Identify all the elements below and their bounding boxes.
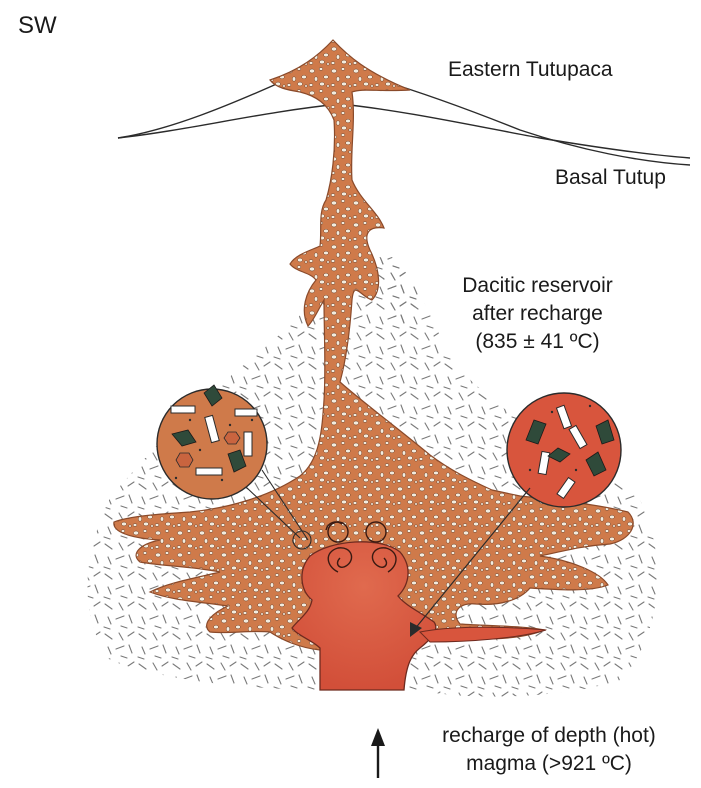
- reservoir-label: Dacitic reservoir after recharge (835 ± …: [430, 272, 645, 356]
- basal-tutupaca-label: Basal Tutup: [555, 164, 680, 192]
- recharge-label: recharge of depth (hot) magma (>921 ºC): [404, 722, 694, 778]
- basal-tutupaca-profile: [118, 104, 690, 158]
- reservoir-label-line1: Dacitic reservoir: [430, 272, 645, 300]
- direction-label-sw: SW: [18, 12, 57, 40]
- arrow-up-icon: [371, 728, 385, 778]
- reservoir-label-line3: (835 ± 41 ºC): [430, 328, 645, 356]
- eastern-tutupaca-label: Eastern Tutupaca: [448, 56, 613, 84]
- reservoir-label-line2: after recharge: [430, 300, 645, 328]
- recharge-label-line2: magma (>921 ºC): [404, 750, 694, 778]
- recharge-label-line1: recharge of depth (hot): [404, 722, 694, 750]
